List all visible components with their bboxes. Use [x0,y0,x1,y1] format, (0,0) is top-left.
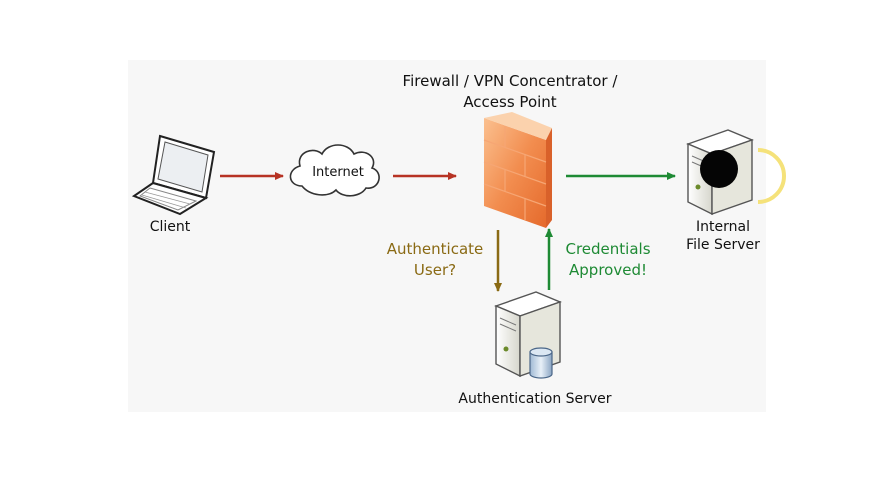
internet-label: Internet [312,165,364,180]
auth-server-label: Authentication Server [458,391,612,407]
authenticate-label-line2: User? [413,261,457,279]
credentials-label-line1: Credentials [565,240,651,258]
database-icon [529,347,553,379]
file-server-label-line2: File Server [686,237,760,253]
firewall-title-line2: Access Point [463,93,557,111]
diagram-background [128,60,766,412]
file-server-label-line1: Internal [696,219,750,235]
client-label: Client [149,219,191,235]
laptop-icon [131,134,216,216]
cloud-icon [289,144,380,197]
file-server-icon [686,129,786,216]
firewall-icon [483,112,552,228]
authenticate-label-line1: Authenticate [386,240,484,258]
firewall-title-line1: Firewall / VPN Concentrator / [402,72,618,90]
credentials-label-line2: Approved! [569,261,647,279]
